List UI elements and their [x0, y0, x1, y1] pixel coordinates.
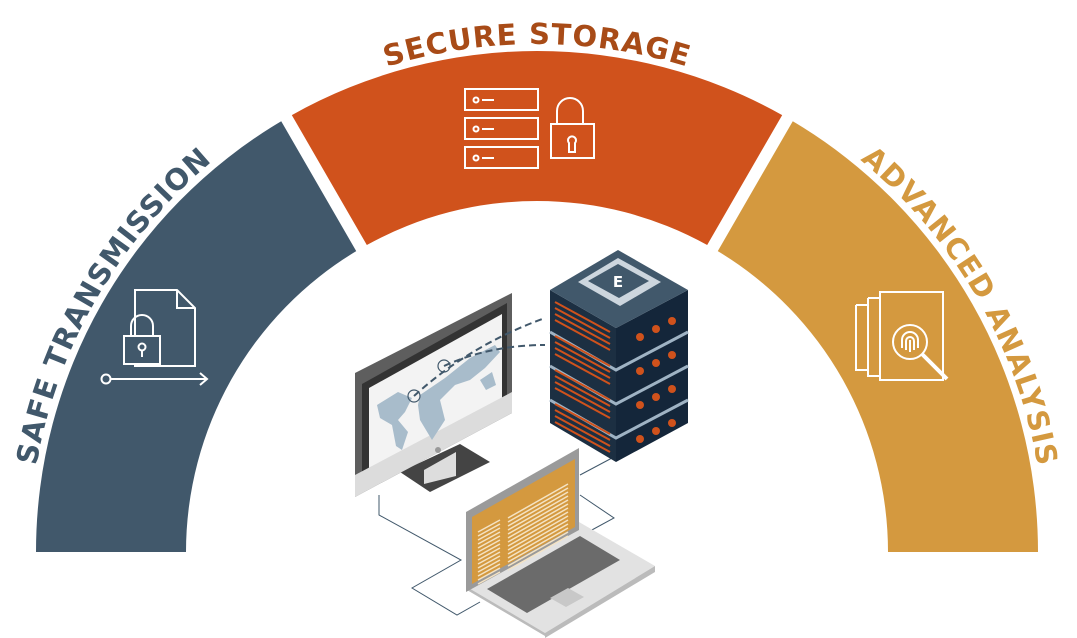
desktop-monitor: [355, 293, 546, 497]
locked-document-transfer-icon: [100, 289, 209, 386]
server-vent-stripe: [554, 387, 611, 419]
server-vent-stripe: [554, 415, 611, 447]
code-line: [507, 483, 569, 519]
code-line: [507, 503, 569, 539]
server-status-light: [652, 359, 660, 367]
code-line: [477, 547, 501, 561]
world-map: [377, 345, 500, 450]
server-vent-stripe: [554, 307, 611, 339]
code-line: [507, 495, 569, 531]
server-vent-stripe: [554, 353, 611, 385]
segment-advanced-analysis: [717, 121, 1038, 552]
code-line: [477, 563, 501, 577]
server-vent-stripe: [554, 335, 611, 367]
code-line: [507, 527, 569, 563]
code-line: [507, 491, 569, 527]
server-logo: E: [613, 273, 623, 291]
code-line: [507, 507, 569, 543]
server-status-light: [636, 333, 644, 341]
code-line: [477, 555, 501, 569]
server-vent-stripe: [554, 319, 611, 351]
server-vent-stripe: [554, 347, 611, 379]
code-line: [477, 551, 501, 565]
segment-safe-transmission: [36, 121, 357, 552]
server-vent-stripe: [554, 375, 611, 407]
code-line: [477, 535, 501, 549]
server-vent-stripe: [554, 301, 611, 333]
code-line: [477, 567, 501, 581]
code-line: [477, 559, 501, 573]
code-line: [477, 543, 501, 557]
server-status-light: [636, 435, 644, 443]
code-line: [507, 531, 569, 567]
server-vent-stripe: [554, 403, 611, 435]
server-vent-stripe: [554, 421, 611, 453]
code-line: [477, 531, 501, 545]
server-vent-stripe: [554, 341, 611, 373]
fingerprint-analysis-icon: [855, 291, 949, 381]
server-status-light: [668, 385, 676, 393]
server-status-light: [636, 401, 644, 409]
server-vent-stripe: [554, 409, 611, 441]
code-line: [477, 523, 501, 537]
server-vent-stripe: [554, 381, 611, 413]
server-lock-icon: [464, 88, 595, 169]
code-line: [507, 487, 569, 523]
server-status-light: [668, 351, 676, 359]
code-line: [507, 523, 569, 559]
server-status-light: [636, 367, 644, 375]
code-line: [477, 571, 501, 585]
code-line: [507, 511, 569, 547]
server-vent-stripe: [554, 369, 611, 401]
server-status-light: [652, 393, 660, 401]
code-line: [477, 539, 501, 553]
network-connection-lines: [378, 457, 615, 616]
code-line: [507, 515, 569, 551]
code-line: [507, 535, 569, 571]
server-status-light: [652, 325, 660, 333]
code-line: [477, 527, 501, 541]
server-stack: E: [549, 250, 689, 462]
code-line: [507, 499, 569, 535]
laptop: [466, 448, 655, 638]
code-line: [507, 519, 569, 555]
server-status-light: [668, 419, 676, 427]
code-line: [477, 519, 501, 533]
server-status-light: [652, 427, 660, 435]
server-status-light: [668, 317, 676, 325]
server-vent-stripe: [554, 313, 611, 345]
